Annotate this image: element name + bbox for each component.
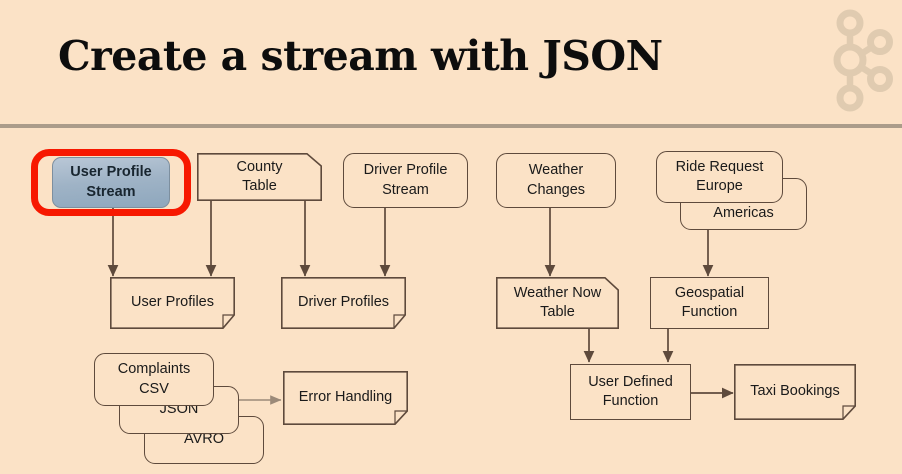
node-complaints-csv[interactable]: Complaints CSV xyxy=(94,353,214,406)
folded-corner-shape xyxy=(110,277,235,329)
folded-corner-shape xyxy=(283,371,408,425)
folded-corner-shape xyxy=(281,277,406,329)
node-weather-changes[interactable]: Weather Changes xyxy=(496,153,616,208)
folded-corner-shape xyxy=(734,364,856,420)
node-driver-profile-stream[interactable]: Driver Profile Stream xyxy=(343,153,468,208)
node-label: Error Handling xyxy=(298,389,393,406)
node-label: User Profiles xyxy=(131,294,214,311)
node-user-profile-stream[interactable]: User Profile Stream xyxy=(52,157,170,208)
node-label: County Table xyxy=(236,158,283,194)
page-title: Create a stream with JSON xyxy=(58,32,663,80)
node-label: Weather Now Table xyxy=(513,284,602,320)
apache-kafka-logo xyxy=(826,8,894,112)
header-divider xyxy=(0,124,902,128)
node-user-defined-function[interactable]: User Defined Function xyxy=(570,364,691,420)
diagram-canvas: User Profile Stream County Table Driver … xyxy=(0,128,902,474)
node-driver-profiles[interactable]: Driver Profiles xyxy=(281,277,406,329)
node-user-profiles[interactable]: User Profiles xyxy=(110,277,235,329)
clipped-corner-shape xyxy=(197,153,322,201)
node-ride-request-europe[interactable]: Ride Request Europe xyxy=(656,151,783,203)
node-weather-now-table[interactable]: Weather Now Table xyxy=(496,277,619,329)
node-county-table[interactable]: County Table xyxy=(197,153,322,201)
highlight-ring xyxy=(31,149,191,216)
clipped-corner-shape xyxy=(496,277,619,329)
node-error-handling[interactable]: Error Handling xyxy=(283,371,408,425)
node-geospatial-function[interactable]: Geospatial Function xyxy=(650,277,769,329)
node-taxi-bookings[interactable]: Taxi Bookings xyxy=(734,364,856,420)
node-label: Taxi Bookings xyxy=(750,383,840,400)
slide-header: Create a stream with JSON xyxy=(0,0,902,128)
node-label: Driver Profiles xyxy=(297,294,390,311)
